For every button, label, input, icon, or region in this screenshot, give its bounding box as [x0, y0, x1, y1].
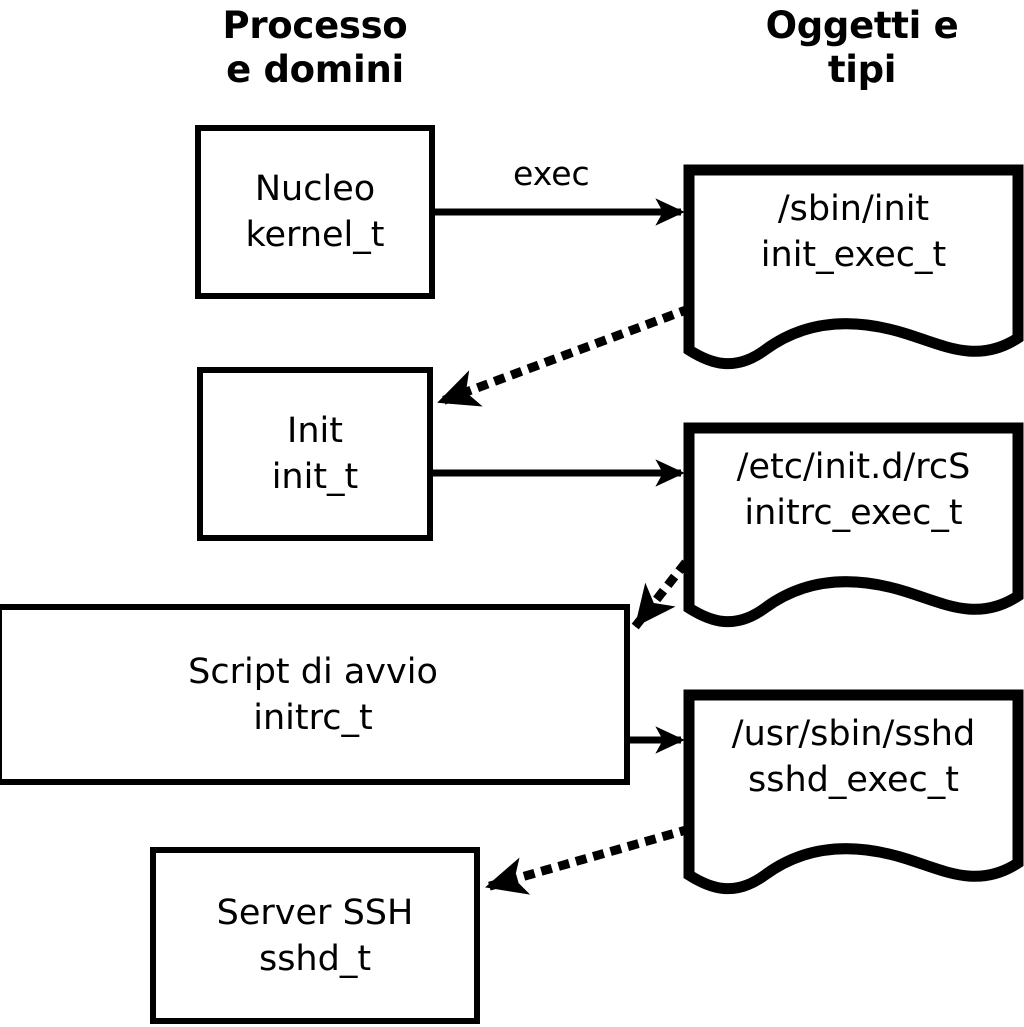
- edge-init-exec-to-init: [436, 304, 692, 407]
- edge-sshd-exec-to-sshd: [484, 824, 692, 895]
- object-document-sshd-exec[interactable]: /usr/sbin/sshd sshd_exec_t: [683, 689, 1024, 901]
- document-shape-icon: [683, 164, 1024, 370]
- document-shape-icon: [683, 422, 1024, 628]
- process-box-sshd-label: Server SSH sshd_t: [216, 892, 414, 979]
- process-box-init-label: Init init_t: [271, 411, 359, 497]
- process-box-kernel-label: Nucleo kernel_t: [245, 169, 385, 255]
- object-document-initrc-exec[interactable]: /etc/init.d/rcS initrc_exec_t: [683, 422, 1024, 634]
- column-header-objects: Oggetti e tipi: [765, 4, 959, 91]
- edge-label-exec: exec: [513, 154, 590, 193]
- process-box-init[interactable]: Init init_t: [197, 367, 433, 541]
- edge-initrc-exec-to-initrc: [631, 559, 690, 630]
- process-box-initrc[interactable]: Script di avvio initrc_t: [0, 604, 630, 785]
- object-document-init-exec[interactable]: /sbin/init init_exec_t: [683, 164, 1024, 376]
- process-box-kernel[interactable]: Nucleo kernel_t: [195, 125, 435, 299]
- process-box-initrc-label: Script di avvio initrc_t: [188, 651, 438, 738]
- column-header-processes: Processo e domini: [222, 4, 408, 91]
- process-box-sshd[interactable]: Server SSH sshd_t: [150, 847, 480, 1024]
- document-shape-icon: [683, 689, 1024, 895]
